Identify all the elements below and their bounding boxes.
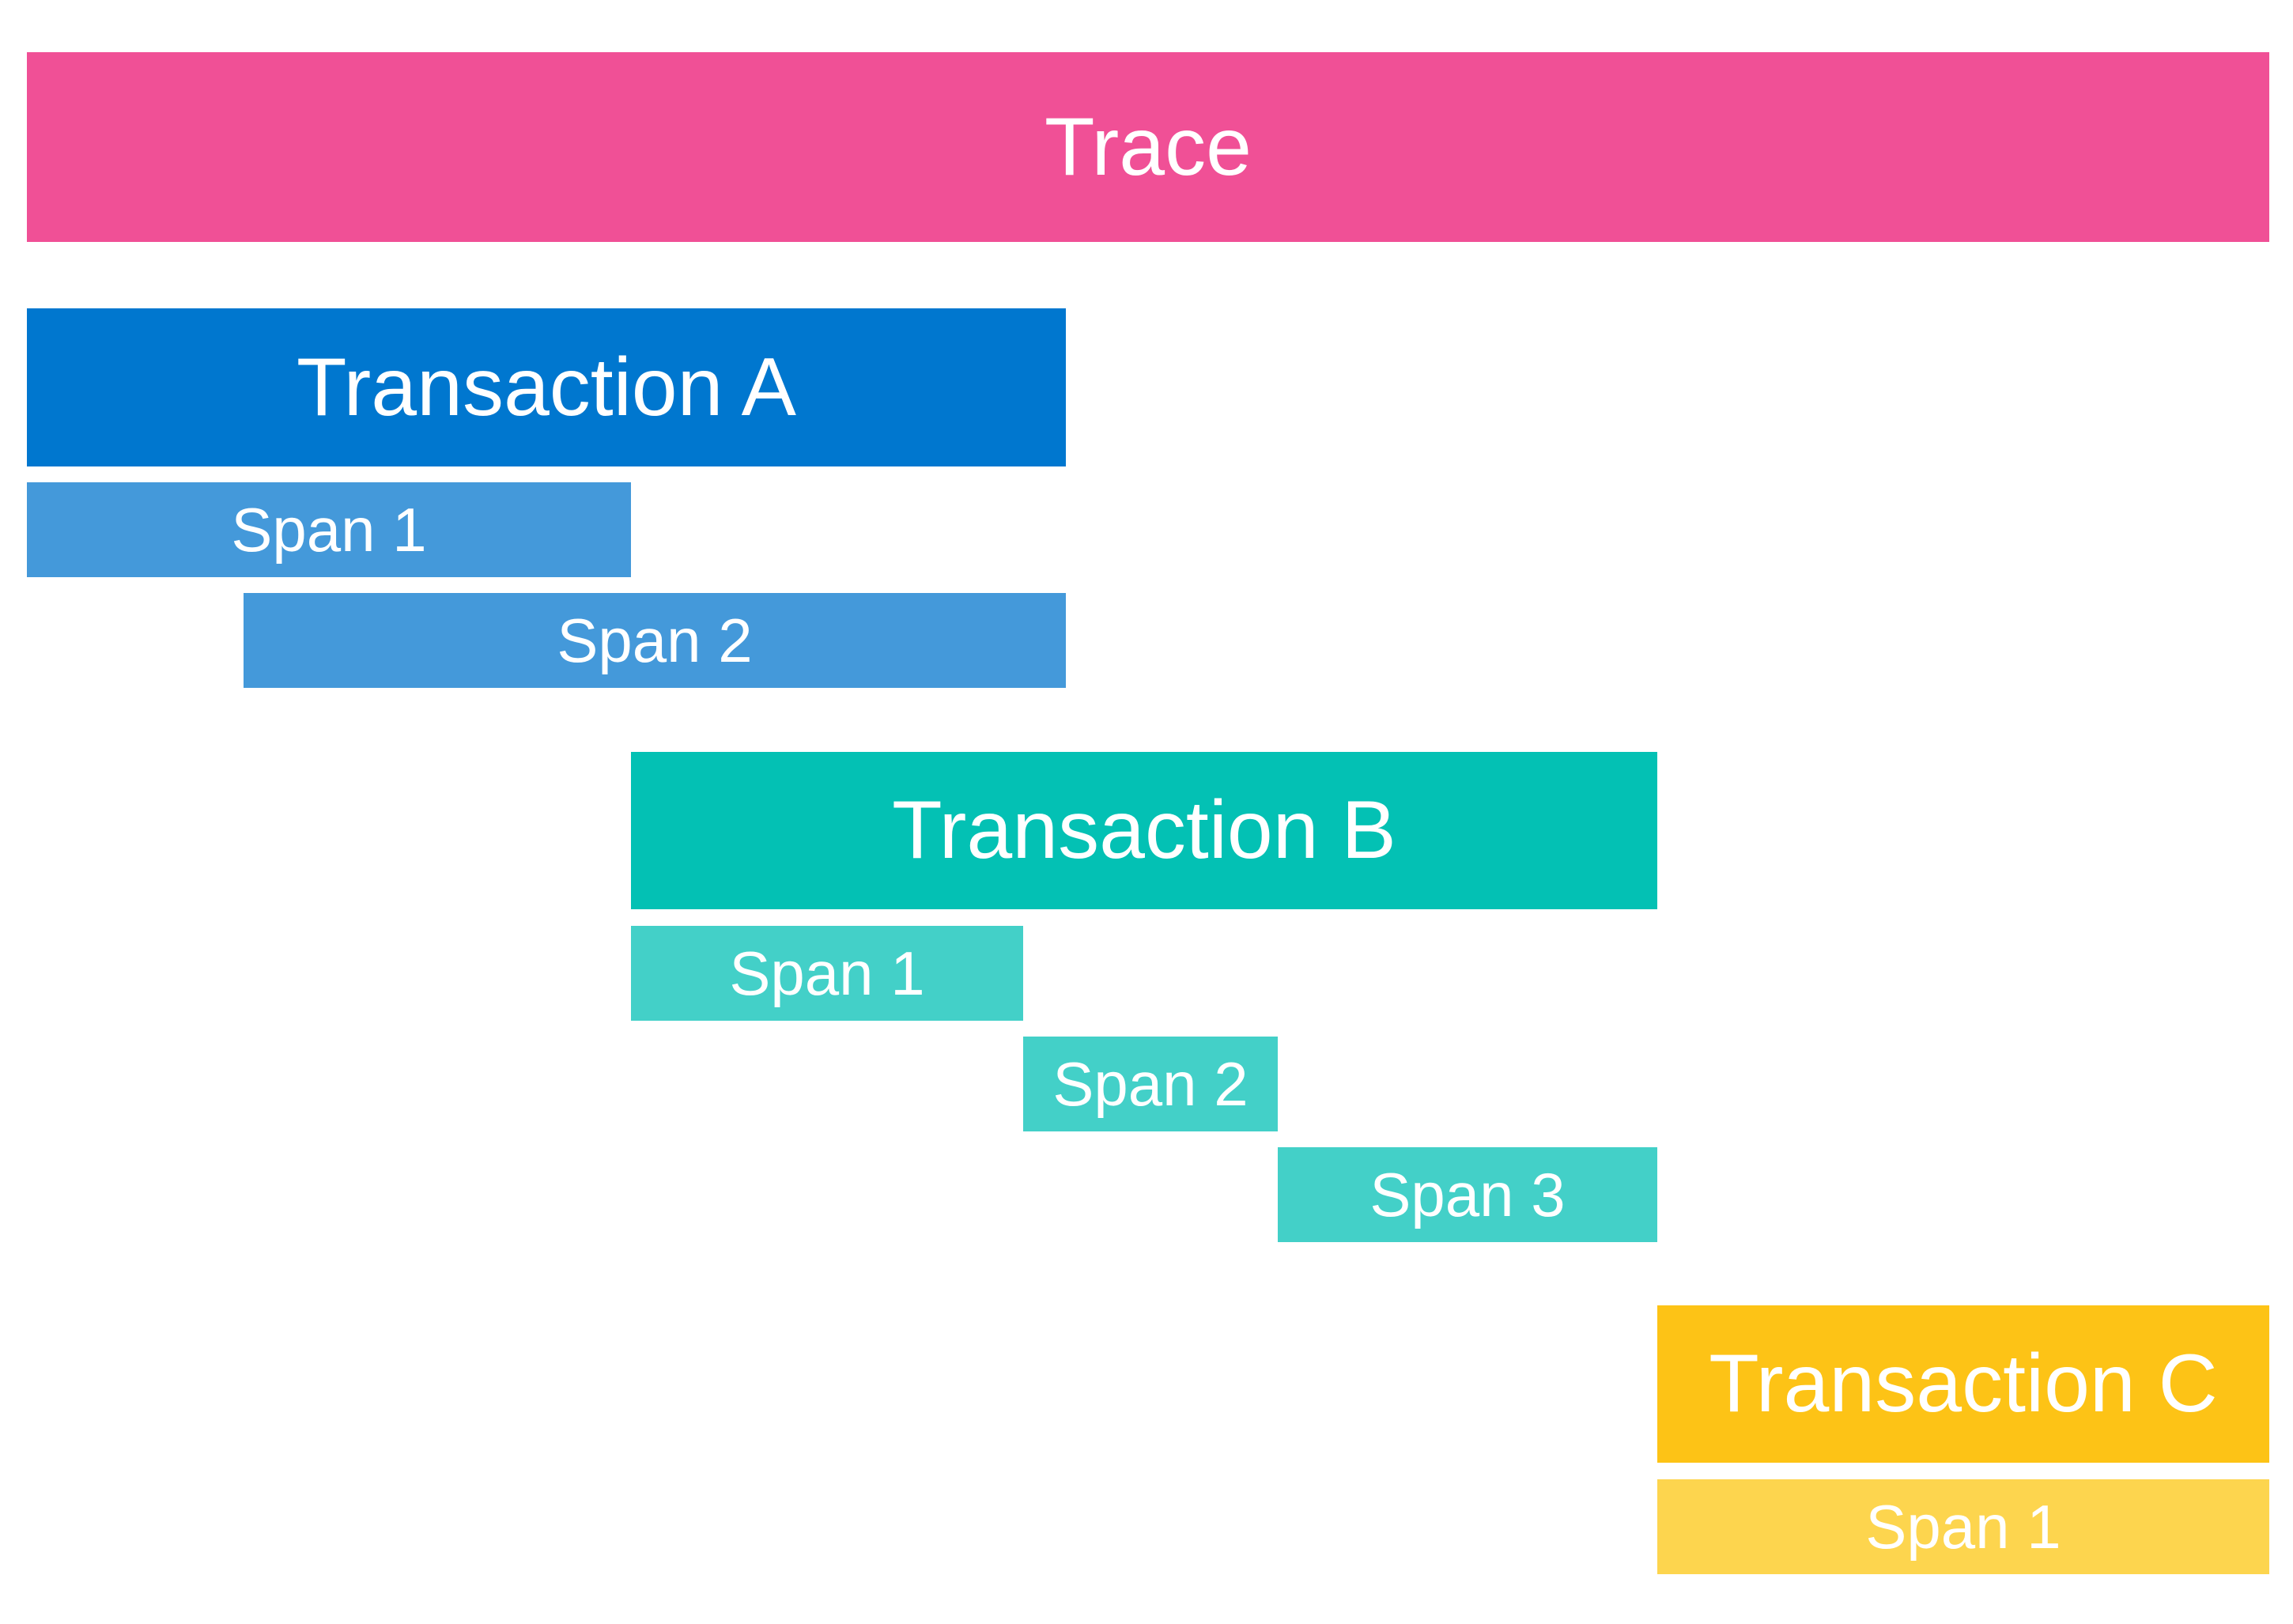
transaction-b-span-3: Span 3 [1278, 1147, 1657, 1242]
transaction-c-span-1: Span 1 [1657, 1479, 2269, 1574]
span-label: Span 3 [1369, 1159, 1566, 1229]
transaction-c-label: Transaction C [1709, 1338, 2218, 1429]
trace-bar: Trace [27, 52, 2269, 242]
transaction-a-span-2: Span 2 [244, 593, 1066, 688]
transaction-b-bar: Transaction B [631, 752, 1657, 909]
transaction-b-span-1: Span 1 [631, 926, 1023, 1021]
span-label: Span 1 [729, 938, 925, 1008]
transaction-a-span-1: Span 1 [27, 482, 631, 577]
span-label: Span 1 [1865, 1491, 2061, 1562]
span-label: Span 2 [557, 605, 753, 675]
transaction-b-span-2: Span 2 [1023, 1037, 1278, 1131]
transaction-b-label: Transaction B [892, 784, 1396, 876]
transaction-a-bar: Transaction A [27, 308, 1066, 466]
transaction-c-bar: Transaction C [1657, 1305, 2269, 1463]
trace-label: Trace [1045, 100, 1252, 193]
span-label: Span 1 [231, 494, 427, 565]
span-label: Span 2 [1052, 1048, 1248, 1119]
transaction-a-label: Transaction A [296, 341, 797, 433]
